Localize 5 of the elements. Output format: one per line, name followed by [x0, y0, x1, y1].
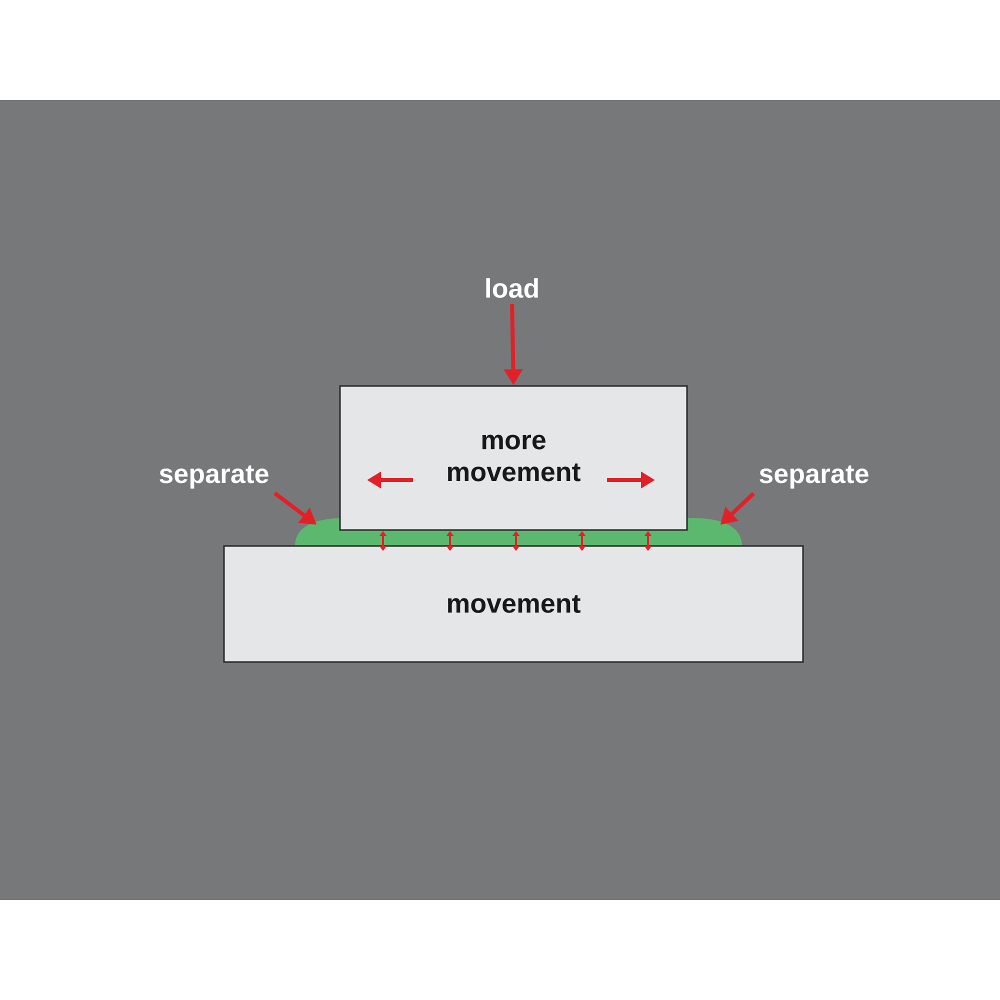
text-label: separate: [760, 465, 868, 489]
block: movement: [223, 545, 804, 663]
text-label: load: [486, 278, 538, 298]
block: more movement: [339, 385, 688, 531]
text-label: separate: [160, 465, 268, 489]
